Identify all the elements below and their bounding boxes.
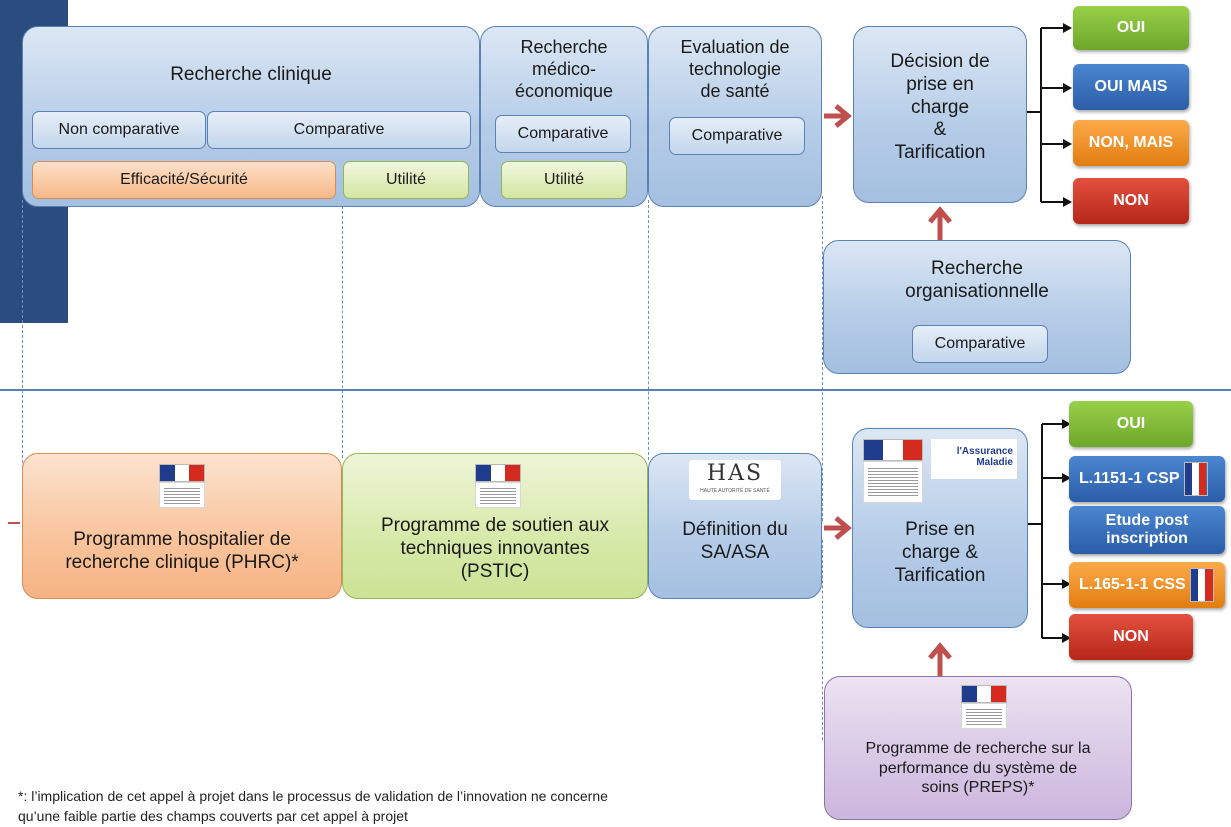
- bottom-outcome-oui: OUI: [1069, 401, 1193, 447]
- french-republic-flag-icon: [1183, 462, 1208, 496]
- csp-label: L.1151-1 CSP: [1079, 469, 1180, 487]
- section-divider: [0, 389, 1231, 391]
- footnote: *: l’implication de cet appel à projet d…: [18, 787, 608, 826]
- organisational-research-box: Recherche organisationnelle Comparative: [823, 240, 1131, 374]
- outcome-non: NON: [1073, 178, 1189, 224]
- french-republic-flag-icon: [961, 685, 1007, 703]
- bottom-outcome-csp: L.1151-1 CSP: [1069, 456, 1225, 502]
- preps-box: Programme de recherche sur la performanc…: [824, 676, 1132, 820]
- organisational-research-title: Recherche organisationnelle: [905, 258, 1049, 303]
- has-logo-text: HAS: [706, 461, 764, 486]
- efficacy-safety-label: Efficacité/Sécurité: [32, 161, 336, 199]
- css-label: L.165-1-1 CSS: [1079, 575, 1186, 593]
- arrow-to-decision: [824, 104, 852, 128]
- phrc-box: Programme hospitalier de recherche clini…: [22, 453, 342, 599]
- has-logo-subtext: HAUTE AUTORITÉ DE SANTÉ: [700, 488, 770, 494]
- dashed-guide-5: [822, 540, 823, 740]
- has-logo: HAS HAUTE AUTORITÉ DE SANTÉ: [689, 460, 781, 500]
- outcome-non-mais: NON, MAIS: [1073, 120, 1189, 166]
- medico-utility-label: Utilité: [501, 161, 627, 199]
- prise-title: Prise en charge & Tarification: [894, 519, 986, 586]
- pstic-title: Programme de soutien aux techniques inno…: [380, 515, 610, 583]
- arrow-up-to-decision: [928, 206, 952, 240]
- medico-comparative-label: Comparative: [495, 115, 631, 153]
- non-comparative-label: Non comparative: [32, 111, 206, 149]
- outcome-oui: OUI: [1073, 6, 1189, 50]
- bottom-outcome-etude: Etude post inscription: [1069, 506, 1225, 554]
- arrow-to-prise: [824, 516, 852, 540]
- outcome-oui-mais: OUI MAIS: [1073, 64, 1189, 110]
- arrow-up-to-prise: [928, 642, 952, 676]
- prise-box: l'Assurance Maladie Prise en charge & Ta…: [852, 428, 1028, 628]
- footnote-line-2: qu’une faible partie des champs couverts…: [18, 807, 408, 824]
- left-entry-tick: [8, 522, 20, 524]
- french-republic-flag-icon: [475, 464, 521, 482]
- footnote-line-1: *: l’implication de cet appel à projet d…: [18, 788, 608, 804]
- assurance-maladie-logo-text: l'Assurance Maladie: [956, 446, 1013, 468]
- dashed-guide-3: [648, 200, 649, 460]
- ministry-emblem-icon: [961, 703, 1007, 729]
- hta-box: Evaluation de technologie de santé Compa…: [648, 26, 822, 207]
- top-outcomes-bracket: [1027, 23, 1072, 207]
- has-box: HAS HAUTE AUTORITÉ DE SANTÉ Définition d…: [648, 453, 822, 599]
- organisational-comparative-label: Comparative: [912, 325, 1048, 363]
- decision-box: Décision de prise en charge & Tarificati…: [853, 26, 1027, 203]
- ministry-emblem-icon: [159, 482, 205, 508]
- ministry-emblem-icon: [863, 461, 923, 503]
- french-republic-flag-icon: [159, 464, 205, 482]
- utility-label: Utilité: [343, 161, 469, 199]
- french-republic-flag-icon: [863, 439, 923, 461]
- has-title: Définition du SA/ASA: [682, 519, 788, 564]
- hta-title: Evaluation de technologie de santé: [680, 37, 790, 101]
- hta-comparative-label: Comparative: [669, 117, 805, 155]
- clinical-research-title: Recherche clinique: [170, 64, 332, 85]
- french-republic-flag-icon: [1189, 568, 1214, 602]
- pstic-box: Programme de soutien aux techniques inno…: [342, 453, 648, 599]
- medico-economic-box: Recherche médico- économique Comparative…: [480, 26, 648, 207]
- phrc-title: Programme hospitalier de recherche clini…: [65, 529, 299, 574]
- decision-title: Décision de prise en charge & Tarificati…: [890, 51, 990, 164]
- medico-economic-title: Recherche médico- économique: [514, 37, 614, 101]
- dashed-guide-4: [822, 196, 823, 521]
- dashed-guide-1: [22, 200, 23, 468]
- ministry-emblem-icon: [475, 482, 521, 508]
- bottom-outcome-non: NON: [1069, 614, 1193, 660]
- dashed-guide-2: [342, 196, 343, 458]
- comparative-label: Comparative: [207, 111, 471, 149]
- clinical-research-box: Recherche clinique Non comparative Compa…: [22, 26, 480, 207]
- bottom-outcomes-bracket: [1028, 419, 1071, 643]
- bottom-outcome-css: L.165-1-1 CSS: [1069, 562, 1225, 608]
- preps-title: Programme de recherche sur la performanc…: [865, 740, 1091, 797]
- assurance-maladie-logo: l'Assurance Maladie: [931, 439, 1017, 479]
